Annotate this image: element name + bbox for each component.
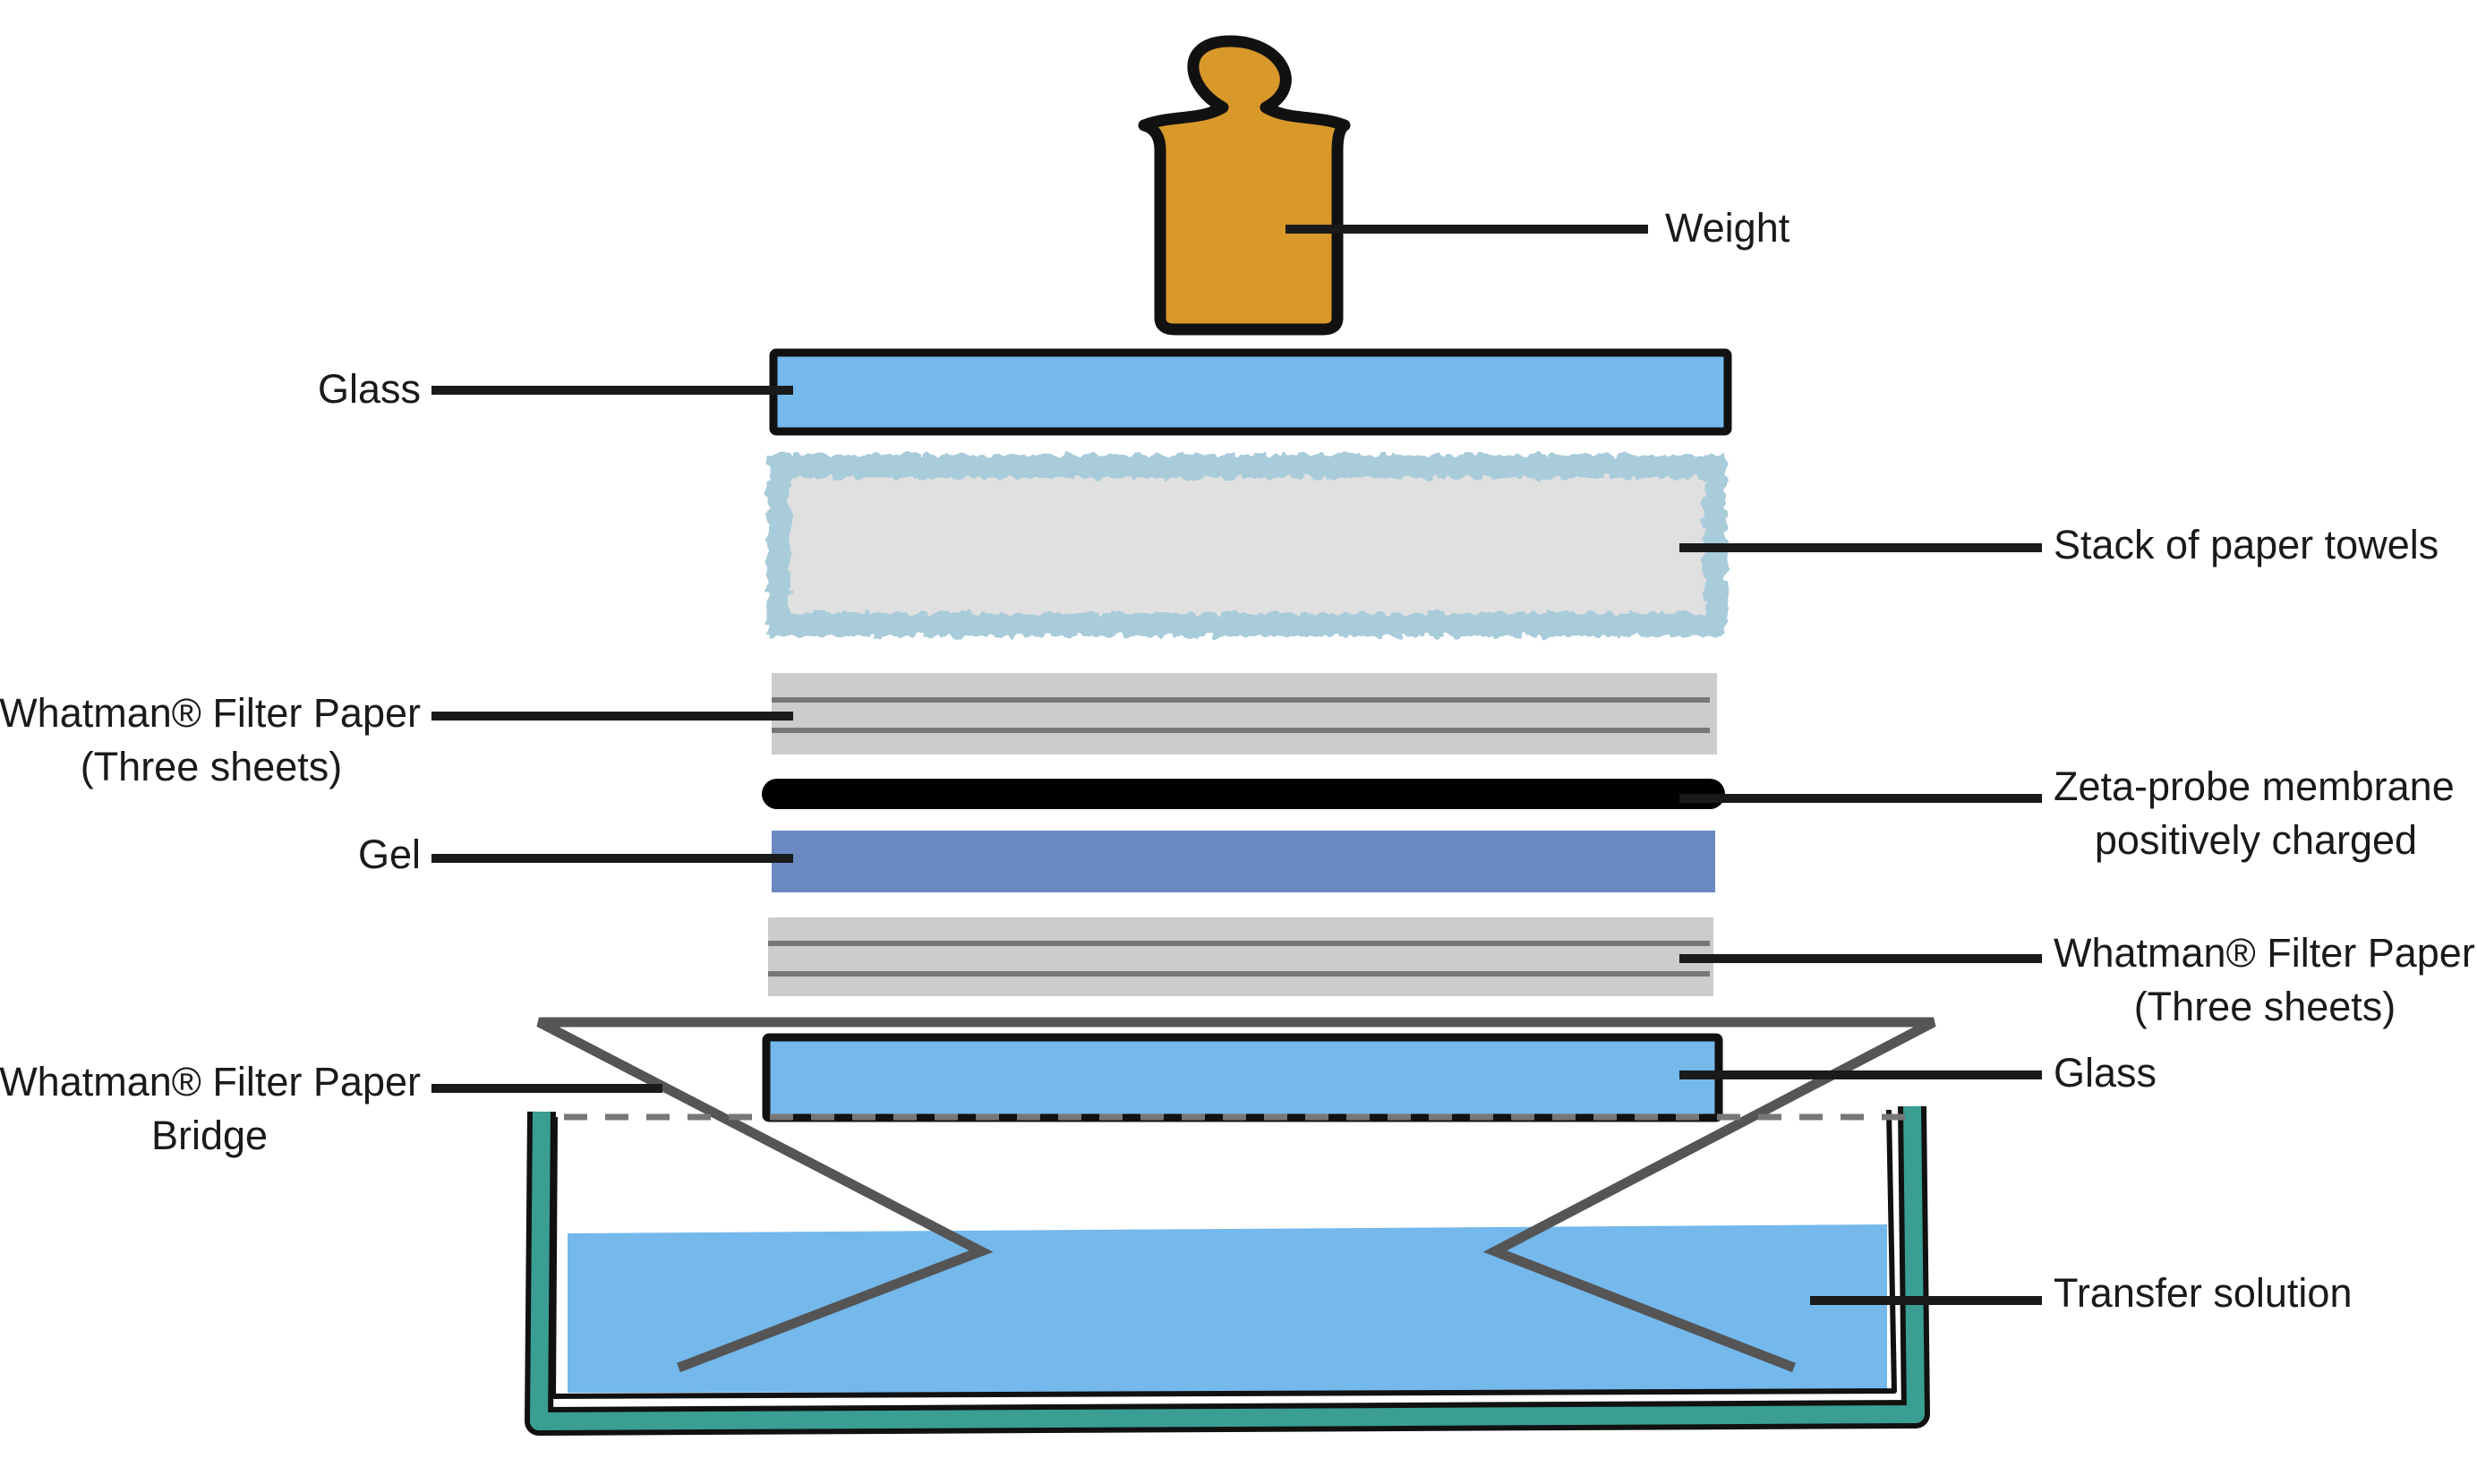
label-bridge-line1: Whatman® Filter Paper <box>0 1059 421 1104</box>
label-glass-bottom: Glass <box>2054 1050 2157 1096</box>
glass-top <box>769 348 1732 436</box>
label-filter-upper-line1: Whatman® Filter Paper <box>0 690 421 736</box>
filter-paper-upper <box>772 673 1717 755</box>
label-transfer-solution: Transfer solution <box>2054 1270 2352 1316</box>
transfer-solution <box>568 1224 1887 1393</box>
label-paper-towels: Stack of paper towels <box>2054 522 2439 567</box>
label-gel: Gel <box>358 832 421 877</box>
label-membrane-line1: Zeta-probe membrane <box>2054 763 2455 809</box>
filter-paper-bridge <box>536 1017 1936 1373</box>
gel <box>772 831 1715 892</box>
paper-towel-stack <box>767 455 1727 636</box>
leader-lines <box>431 225 2042 1305</box>
filter-paper-lower <box>768 917 1713 996</box>
label-filter-upper-line2: (Three sheets) <box>81 744 343 789</box>
label-weight: Weight <box>1665 205 1790 251</box>
label-membrane-line2: positively charged <box>2095 817 2417 863</box>
label-bridge-line2: Bridge <box>151 1113 268 1158</box>
glass-bottom <box>762 1033 1723 1122</box>
label-filter-lower-line2: (Three sheets) <box>2134 984 2396 1029</box>
tray-wall <box>530 1105 1925 1430</box>
label-glass-top: Glass <box>318 366 421 412</box>
weight-shape <box>1138 35 1351 336</box>
tray-inner-edge <box>551 1109 1897 1399</box>
label-filter-lower-line1: Whatman® Filter Paper <box>2054 930 2475 976</box>
